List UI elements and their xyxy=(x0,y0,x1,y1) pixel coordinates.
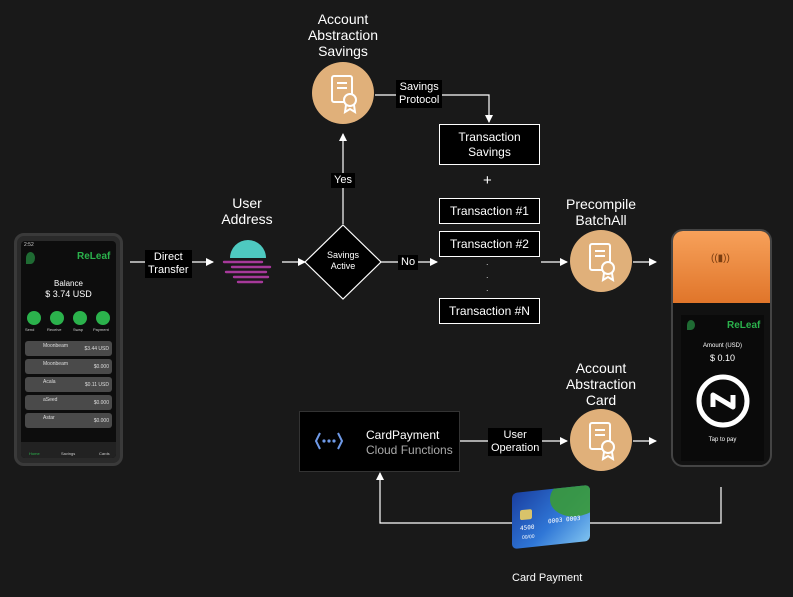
ellipsis-dots: . . . xyxy=(486,257,489,293)
cardpayment-title: CardPayment xyxy=(366,428,440,442)
wallet-phone: 2:52 ReLeaf Balance $ 3.74 USD Send Rece… xyxy=(14,233,123,466)
payment-terminal: ((▮)) ReLeaf Amount (USD) $ 0.10 Tap to … xyxy=(671,229,772,467)
token-row[interactable]: aSeed$0.000 xyxy=(25,395,112,410)
cardpayment-subtitle: Cloud Functions xyxy=(366,443,453,457)
user-address-title: User Address xyxy=(221,195,273,227)
brand-logo: ReLeaf xyxy=(77,251,111,262)
receive-label: Receive xyxy=(47,327,62,332)
precompile-certificate-icon xyxy=(570,230,632,292)
payment-button[interactable] xyxy=(96,311,110,325)
nav-home[interactable]: Home xyxy=(29,451,40,456)
swap-button[interactable] xyxy=(73,311,87,325)
token-row[interactable]: Moonbeam$3.44 USD xyxy=(25,341,112,356)
send-button[interactable] xyxy=(27,311,41,325)
receive-button[interactable] xyxy=(50,311,64,325)
terminal-leaf-icon xyxy=(687,320,695,330)
direct-transfer-label: Direct Transfer xyxy=(145,250,192,278)
nav-savings[interactable]: Savings xyxy=(61,451,76,456)
balance-value: $ 3.74 USD xyxy=(45,289,92,299)
user-address-icon xyxy=(222,240,272,284)
precompile-title: Precompile BatchAll xyxy=(565,196,637,228)
cloud-functions-icon xyxy=(314,432,344,450)
tap-to-pay-label: Tap to pay xyxy=(708,437,737,443)
no-label: No xyxy=(398,255,419,270)
aa-savings-certificate-icon xyxy=(312,62,374,124)
savings-active-diamond xyxy=(304,224,382,300)
send-label: Send xyxy=(25,327,35,332)
nav-cards[interactable]: Cards xyxy=(99,451,110,456)
payment-label: Payment xyxy=(93,327,109,332)
bottom-nav: Home Savings Cards xyxy=(21,442,116,458)
balance-label: Balance xyxy=(54,279,83,288)
savings-active-label: Savings Active xyxy=(326,250,360,271)
transaction-2-box: Transaction #2 xyxy=(439,231,540,257)
user-operation-label: User Operation xyxy=(488,428,543,456)
card-expiry: 00/00 xyxy=(522,533,535,542)
savings-protocol-label: Savings Protocol xyxy=(396,80,443,108)
contactless-pay-icon[interactable] xyxy=(695,373,751,429)
card-number-start: 4500 xyxy=(520,523,535,533)
card-payment-label: Card Payment xyxy=(512,572,583,584)
terminal-brand: ReLeaf xyxy=(727,320,761,331)
aa-savings-title: Account Abstraction Savings xyxy=(307,11,379,59)
token-row[interactable]: Moonbeam$0.000 xyxy=(25,359,112,374)
transaction-n-box: Transaction #N xyxy=(439,298,540,324)
transaction-savings-box: Transaction Savings xyxy=(439,124,540,165)
terminal-printer-top: ((▮)) xyxy=(673,231,770,303)
token-row[interactable]: Astar$0.000 xyxy=(25,413,112,428)
credit-card-image: 4500 0003 0003 00/00 xyxy=(512,484,590,550)
swap-label: Swap xyxy=(73,327,84,332)
amount-value: $ 0.10 xyxy=(709,353,736,363)
card-chip-icon xyxy=(520,508,532,521)
plus-sign: + xyxy=(483,172,492,189)
nfc-icon: ((▮)) xyxy=(711,253,730,264)
status-time: 2:52 xyxy=(24,242,34,248)
leaf-logo-icon xyxy=(26,252,35,264)
cloud-functions-card: CardPayment Cloud Functions xyxy=(299,411,460,472)
amount-label: Amount (USD) xyxy=(702,343,742,349)
card-number-rest: 0003 0003 xyxy=(548,514,581,526)
token-row[interactable]: Acala$0.11 USD xyxy=(25,377,112,392)
card-globe-icon xyxy=(550,484,590,520)
aa-card-certificate-icon xyxy=(570,409,632,471)
transaction-1-box: Transaction #1 xyxy=(439,198,540,224)
action-row: Send Receive Swap Payment xyxy=(25,311,111,335)
yes-label: Yes xyxy=(331,173,355,188)
aa-card-title: Account Abstraction Card xyxy=(565,360,637,408)
